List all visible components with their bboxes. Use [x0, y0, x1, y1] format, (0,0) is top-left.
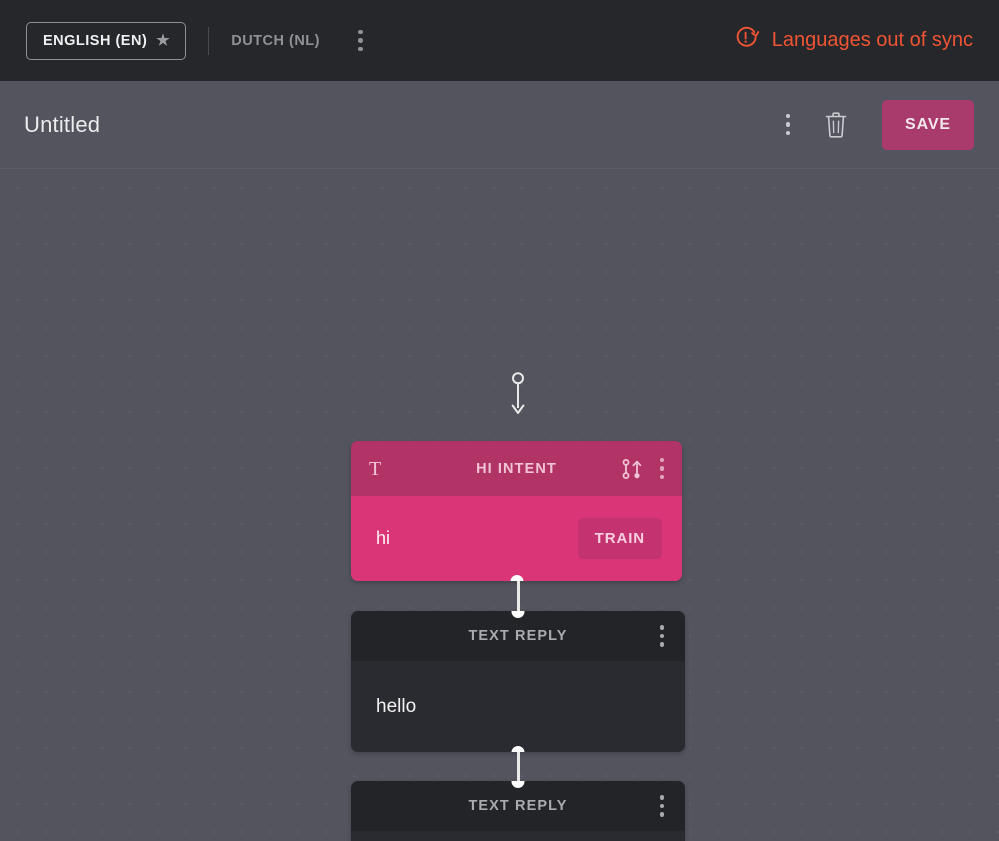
text-reply-node-body: hello	[351, 661, 685, 752]
text-reply-node-body: hello again	[351, 831, 685, 841]
text-reply-node-menu-kebab-icon[interactable]	[652, 621, 673, 651]
node-output-port[interactable]	[510, 574, 523, 581]
kebab-dot	[659, 642, 664, 647]
text-reply-node[interactable]: TEXT REPLY hello	[351, 611, 685, 752]
kebab-dot	[785, 130, 791, 136]
sync-warning-label: Languages out of sync	[771, 29, 973, 51]
text-reply-node[interactable]: TEXT REPLY hello again	[351, 781, 685, 841]
trash-icon[interactable]	[816, 105, 856, 145]
kebab-dot	[659, 625, 664, 630]
intent-node-header: T HI INTENT	[351, 441, 682, 496]
text-reply-node-title: TEXT REPLY	[468, 628, 568, 644]
language-bar: ENGLISH (EN) ★ DUTCH (NL) Languages out …	[0, 0, 999, 81]
kebab-dot	[659, 457, 664, 463]
train-button[interactable]: TRAIN	[577, 518, 662, 559]
flow-canvas[interactable]: T HI INTENT hi TRAIN	[0, 170, 999, 841]
text-reply-node-header: TEXT REPLY	[351, 611, 685, 661]
sync-warning-icon	[734, 25, 760, 57]
kebab-dot	[659, 812, 664, 817]
text-reply-node-header: TEXT REPLY	[351, 781, 685, 831]
kebab-dot	[659, 803, 664, 809]
git-branch-icon[interactable]	[621, 458, 643, 480]
text-reply-text[interactable]: hello	[376, 695, 417, 717]
kebab-dot	[785, 113, 791, 119]
kebab-dot	[358, 46, 363, 52]
kebab-dot	[358, 29, 363, 35]
node-input-port[interactable]	[511, 781, 525, 788]
kebab-dot	[659, 466, 664, 471]
language-menu-kebab-icon[interactable]	[350, 26, 371, 56]
node-link	[516, 750, 520, 786]
intent-node-body: hi TRAIN	[351, 496, 682, 581]
text-type-icon[interactable]: T	[369, 457, 382, 480]
text-reply-node-menu-kebab-icon[interactable]	[652, 791, 673, 821]
kebab-dot	[659, 795, 664, 800]
kebab-dot	[785, 122, 791, 127]
star-icon: ★	[156, 32, 171, 49]
language-chip-label: ENGLISH (EN)	[43, 32, 148, 49]
kebab-dot	[659, 633, 664, 639]
node-link	[516, 580, 520, 616]
kebab-dot	[659, 474, 664, 480]
flow-title[interactable]: Untitled	[24, 111, 101, 137]
flow-actions: SAVE	[778, 99, 974, 150]
start-arrow-icon	[509, 372, 527, 416]
intent-phrase[interactable]: hi	[376, 528, 391, 548]
languages-out-of-sync-warning[interactable]: Languages out of sync	[734, 25, 973, 57]
text-reply-node-title: TEXT REPLY	[468, 798, 568, 814]
intent-node[interactable]: T HI INTENT hi TRAIN	[351, 441, 682, 581]
language-divider	[208, 26, 210, 55]
language-chip-english[interactable]: ENGLISH (EN) ★	[26, 21, 187, 60]
node-input-port[interactable]	[511, 611, 525, 618]
kebab-dot	[358, 38, 363, 43]
flow-menu-kebab-icon[interactable]	[778, 110, 799, 140]
flow-title-bar: Untitled SAVE	[0, 81, 999, 169]
intent-node-menu-kebab-icon[interactable]	[652, 454, 673, 484]
language-tab-dutch[interactable]: DUTCH (NL)	[231, 32, 320, 49]
save-button[interactable]: SAVE	[882, 99, 974, 150]
node-output-port[interactable]	[511, 745, 525, 752]
